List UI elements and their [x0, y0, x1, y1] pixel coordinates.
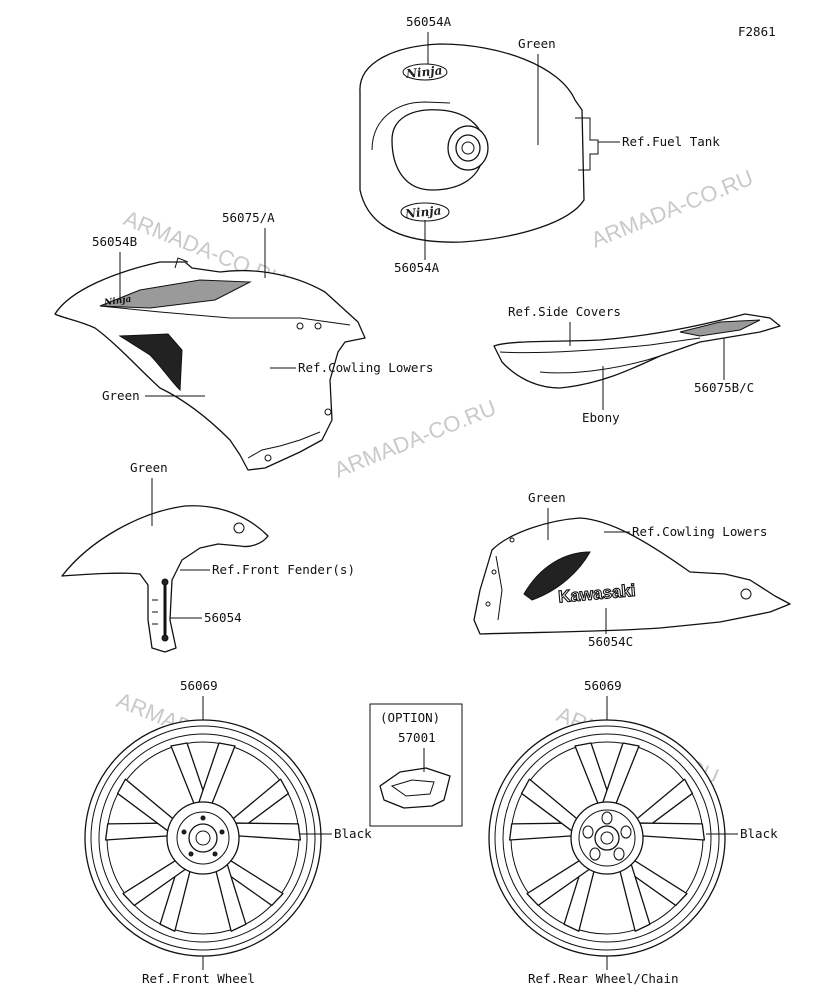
label-fender-part: 56054	[204, 610, 242, 625]
label-ref-side-covers: Ref.Side Covers	[508, 304, 621, 319]
ninja-decal-bottom: Ninja	[403, 203, 442, 221]
label-side-cover-color: Ebony	[582, 410, 620, 425]
fuel-tank-illustration: Ninja Ninja	[359, 43, 599, 243]
rear-wheel-illustration	[488, 719, 726, 957]
lower-cowling-illustration: Kawasaki	[473, 517, 791, 635]
label-ref-front-fender: Ref.Front Fender(s)	[212, 562, 355, 577]
watermarks: ARMADA-CO.RU ARMADA-CO.RU ARMADA-CO.RU A…	[113, 165, 757, 789]
figure-code: F2861	[738, 24, 776, 39]
side-covers-illustration	[493, 313, 781, 389]
label-cowl-upper-color: Green	[102, 388, 140, 403]
label-lower-cowl-color: Green	[528, 490, 566, 505]
front-fender-illustration	[61, 505, 269, 653]
label-rear-wheel-color: Black	[740, 826, 778, 841]
ninja-decal-top: Ninja	[404, 63, 443, 81]
label-fender-color: Green	[130, 460, 168, 475]
label-ref-cowling-lowers-2: Ref.Cowling Lowers	[632, 524, 767, 539]
label-ref-rear-wheel: Ref.Rear Wheel/Chain	[528, 971, 679, 986]
label-front-wheel-part: 56069	[180, 678, 218, 693]
upper-cowling-illustration: Ninja	[54, 257, 366, 471]
label-tank-top: 56054A	[406, 14, 452, 29]
ninja-decal-cowl: Ninja	[103, 295, 133, 309]
label-cowl-upper-emblem: 56054B	[92, 234, 137, 249]
label-side-cover-part: 56075B/C	[694, 380, 754, 395]
label-ref-cowling-lowers-1: Ref.Cowling Lowers	[298, 360, 433, 375]
label-cowl-upper-part: 56075/A	[222, 210, 275, 225]
label-rear-wheel-part: 56069	[584, 678, 622, 693]
label-tank-color: Green	[518, 36, 556, 51]
option-box	[369, 703, 463, 827]
label-ref-fuel-tank: Ref.Fuel Tank	[622, 134, 720, 149]
front-wheel-illustration	[84, 719, 322, 957]
label-ref-front-wheel: Ref.Front Wheel	[142, 971, 255, 986]
watermark-3: ARMADA-CO.RU	[331, 395, 500, 483]
watermark-2: ARMADA-CO.RU	[588, 165, 757, 253]
label-option-part: 57001	[398, 730, 436, 745]
label-lower-cowl-part: 56054C	[588, 634, 633, 649]
label-front-wheel-color: Black	[334, 826, 372, 841]
label-tank-bottom: 56054A	[394, 260, 440, 275]
label-option-title: (OPTION)	[380, 710, 440, 725]
